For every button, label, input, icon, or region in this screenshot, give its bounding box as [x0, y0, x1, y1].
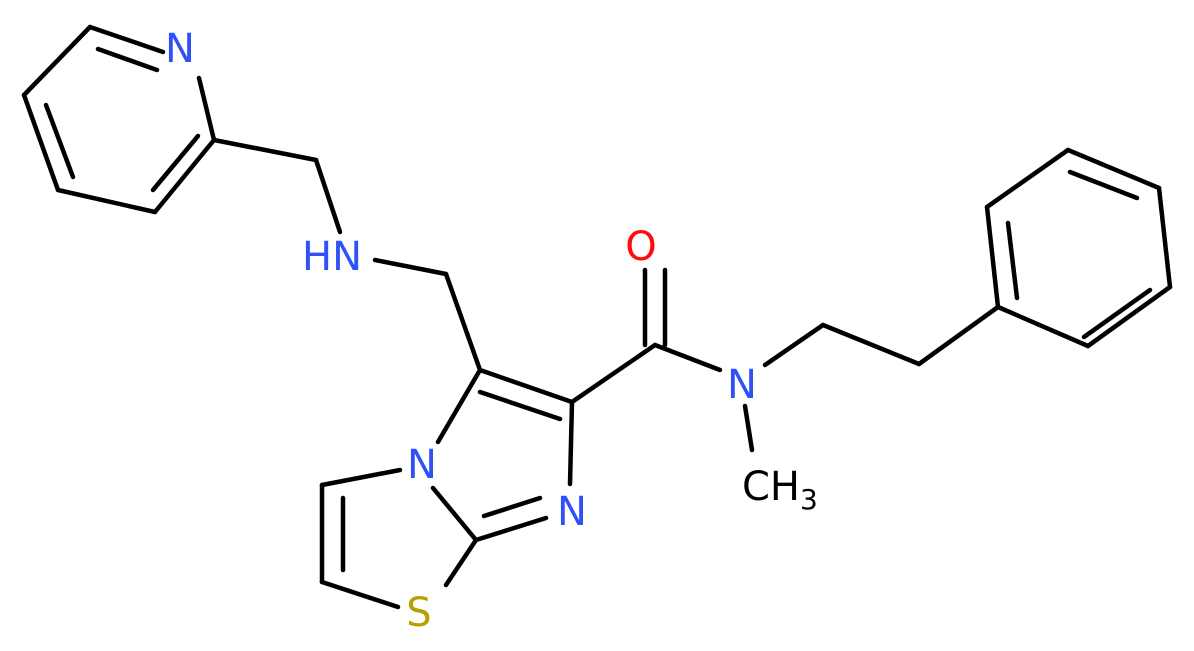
bridgehead-nitrogen-label: N: [407, 442, 437, 488]
methyl-subscript: 3: [800, 483, 818, 516]
aminomethyl-linker: [211, 137, 483, 373]
bond: [820, 322, 922, 367]
bond: [1005, 220, 1020, 301]
bond: [916, 304, 1001, 367]
thiazole-ring: [319, 467, 479, 610]
bond: [55, 187, 158, 215]
bond: [762, 322, 826, 368]
bond: [313, 157, 343, 235]
bond: [21, 92, 61, 193]
bond: [569, 342, 658, 405]
bond: [984, 204, 1001, 310]
bond: [567, 399, 575, 487]
bond: [152, 137, 217, 215]
amide-nitrogen-label: N: [727, 362, 757, 408]
methyl-ch-text: CH: [742, 464, 800, 510]
bond: [443, 271, 483, 373]
bond: [1156, 185, 1173, 290]
bond: [473, 515, 549, 543]
bond: [1085, 284, 1173, 349]
bond: [21, 24, 93, 98]
bond: [1067, 169, 1140, 201]
bond: [150, 133, 201, 193]
bond: [652, 342, 723, 373]
bond: [1065, 147, 1162, 191]
imidazole-ring: [430, 367, 575, 543]
bond: [95, 46, 160, 73]
methyl-label: CH3: [742, 464, 818, 516]
bond: [477, 367, 575, 405]
bond: [742, 403, 755, 453]
pyridine-ring: [21, 24, 217, 215]
bond: [319, 467, 403, 488]
bond: [319, 579, 401, 610]
bond: [477, 389, 563, 422]
bond: [430, 485, 479, 543]
bond: [435, 367, 483, 445]
bond: [1081, 287, 1153, 340]
phenethyl-group: [820, 147, 1173, 367]
imidazole-nitrogen-label: N: [557, 489, 587, 535]
pyridine-nitrogen-label: N: [165, 26, 195, 72]
bond: [43, 102, 76, 180]
bond: [87, 24, 166, 55]
bond: [984, 147, 1071, 210]
carboxamide-group: [569, 267, 826, 453]
bond: [372, 257, 449, 277]
bond: [196, 75, 217, 143]
bond: [995, 304, 1091, 349]
bond: [211, 137, 319, 163]
carbonyl-oxygen-label: O: [625, 224, 656, 270]
amine-nh-label: HN: [302, 234, 362, 280]
thiazole-sulfur-label: S: [406, 590, 431, 636]
bond: [443, 537, 479, 588]
bond: [481, 495, 543, 519]
